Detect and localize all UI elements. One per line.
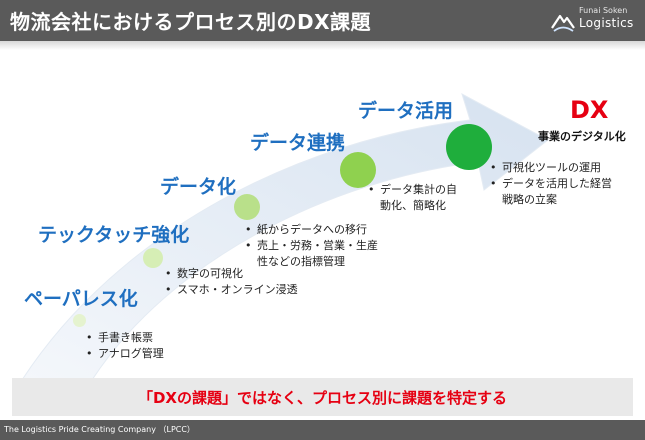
bullet-item: スマホ・オンライン浸透 — [165, 282, 298, 298]
stage-datausage-marker — [446, 124, 492, 170]
stage-techtouch-marker — [143, 248, 163, 268]
bullet-item: 可視化ツールの運用 — [490, 160, 612, 176]
stage-datalink-label: データ連携 — [250, 132, 346, 154]
stage-datausage-label: データ活用 — [358, 100, 454, 122]
stage-techtouch-label: テックタッチ強化 — [38, 224, 190, 246]
stage-paperless-label: ペーパレス化 — [24, 288, 138, 310]
company-logo: Funai Soken Logistics — [551, 6, 637, 36]
stage-dataization-label: データ化 — [160, 176, 237, 198]
stage-dataization-bullets: 紙からデータへの移行 売上・労務・営業・生産 性などの指標管理 — [245, 222, 378, 270]
bullet-item: 動化、簡略化 — [380, 199, 446, 212]
bullet-item: データを活用した経営 — [490, 176, 612, 192]
stage-dataization-marker — [234, 194, 260, 220]
stage-techtouch-bullets: 数字の可視化 スマホ・オンライン浸透 — [165, 266, 298, 298]
bullet-item: 戦略の立案 — [502, 193, 557, 206]
bullet-item: 紙からデータへの移行 — [245, 222, 378, 238]
header-bar: 物流会社におけるプロセス別のDX課題 Funai Soken Logistics — [0, 0, 645, 41]
bullet-item: アナログ管理 — [86, 346, 164, 362]
logo-main-text: Logistics — [579, 16, 634, 30]
logo-top-text: Funai Soken — [579, 6, 628, 15]
goal-title: DX — [570, 96, 609, 124]
bullet-item: 売上・労務・営業・生産 — [245, 238, 378, 254]
stage-paperless-bullets: 手書き帳票 アナログ管理 — [86, 330, 164, 362]
message-banner: 「DXの課題」ではなく、プロセス別に課題を特定する — [12, 378, 633, 416]
stage-datausage-bullets: 可視化ツールの運用 データを活用した経営 戦略の立案 — [490, 160, 612, 208]
bullet-item: 数字の可視化 — [165, 266, 298, 282]
bullet-item: 性などの指標管理 — [257, 255, 345, 268]
logo-wave-icon — [551, 14, 575, 32]
page-title: 物流会社におけるプロセス別のDX課題 — [10, 10, 372, 34]
header-shadow — [0, 41, 645, 50]
footer-bar: The Logistics Pride Creating Company （LP… — [0, 420, 645, 440]
goal-subtitle: 事業のデジタル化 — [538, 130, 626, 143]
footer-text: The Logistics Pride Creating Company （LP… — [4, 425, 195, 434]
banner-text: 「DXの課題」ではなく、プロセス別に課題を特定する — [137, 389, 508, 407]
stage-datalink-bullets: データ集計の自 動化、簡略化 — [368, 182, 457, 214]
stage-paperless-marker — [73, 314, 86, 327]
bullet-item: データ集計の自 — [368, 182, 457, 198]
bullet-item: 手書き帳票 — [86, 330, 164, 346]
